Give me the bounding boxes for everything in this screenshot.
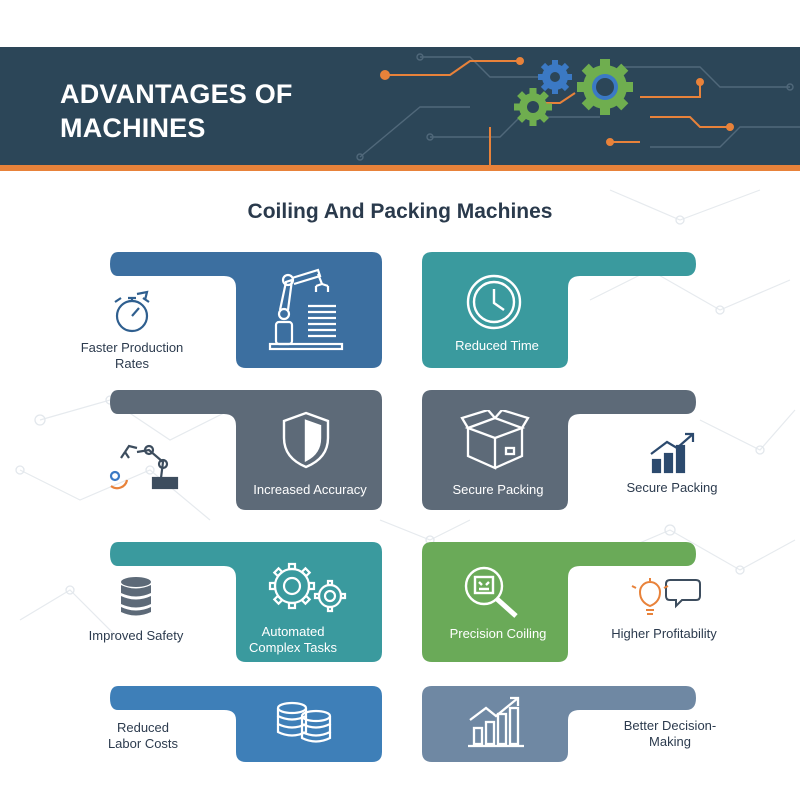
ext-label-better-decision: Better Decision-Making (623, 718, 717, 749)
bar-chart-up-icon (650, 432, 695, 474)
section-subtitle: Coiling And Packing Machines (247, 200, 553, 223)
card-secure-packing: Secure Packing (422, 390, 696, 510)
card-reduced-time: Reduced Time (422, 252, 696, 368)
card-label-secure-packing: Secure Packing (452, 482, 544, 497)
ext-robot-arm (100, 440, 190, 492)
open-box-icon (460, 410, 530, 470)
card-shape (110, 390, 382, 510)
ext-label-faster-production: Faster Production Rates (80, 340, 184, 371)
card-precision-coiling: Precision Coiling (422, 542, 696, 662)
lightbulb-chat-icon (631, 578, 701, 615)
ext-label-secure-packing: Secure Packing (626, 480, 718, 495)
magnifier-icon (464, 566, 518, 618)
header-accent-stripe (0, 165, 800, 171)
card-label-precision-coiling: Precision Coiling (449, 626, 547, 641)
card-label-reduced-time: Reduced Time (455, 338, 539, 353)
page-title: ADVANTAGES OF MACHINES (60, 79, 293, 143)
ext-label-higher-profitability: Higher Profitability (611, 626, 717, 641)
robot-arm-stacking-icon (268, 268, 344, 351)
card-shape (110, 542, 382, 662)
ext-secure-packing: Secure Packing (616, 430, 728, 496)
card-shape (422, 542, 696, 662)
ext-label-improved-safety: Improved Safety (88, 628, 184, 643)
clock-icon (466, 274, 522, 330)
database-icon (121, 577, 151, 616)
card-database (110, 686, 382, 762)
growth-chart-icon (468, 696, 524, 748)
card-shape (422, 252, 696, 368)
ext-better-decision: Better Decision-Making (610, 718, 730, 750)
database-coins-icon (276, 701, 332, 743)
card-increased-accuracy: Increased Accuracy (110, 390, 382, 510)
ext-improved-safety: Improved Safety (82, 576, 190, 644)
ext-label-reduced-labor: Reduced Labor Costs (107, 720, 179, 751)
header-banner: ADVANTAGES OF MACHINES (0, 47, 800, 165)
ext-faster-production: Faster Production Rates (72, 290, 192, 372)
gears-icon (268, 562, 347, 613)
ext-reduced-labor: Reduced Labor Costs (88, 720, 198, 752)
ext-higher-profitability: Higher Profitability (604, 576, 724, 642)
circuit-gears-decoration (356, 53, 800, 165)
card-automated-tasks: Automated Complex Tasks (110, 542, 382, 662)
robot-arm-icon (109, 444, 179, 490)
card-label-increased-accuracy: Increased Accuracy (253, 482, 367, 497)
shield-icon (282, 411, 330, 469)
card-label-automated-tasks: Automated Complex Tasks (249, 624, 337, 655)
card-growth-chart (422, 686, 696, 762)
card-robot-arm (110, 252, 382, 368)
card-shape (110, 252, 382, 368)
stopwatch-icon (114, 290, 150, 333)
card-shape (110, 686, 382, 762)
